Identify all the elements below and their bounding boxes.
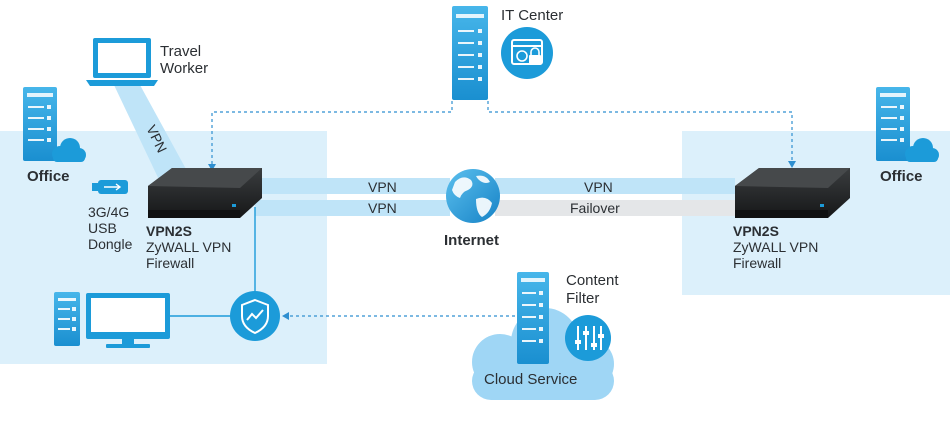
usb-dongle-icon [92, 180, 128, 194]
lan-server[interactable] [54, 292, 80, 346]
cloud-service-label: Cloud Service [484, 371, 577, 388]
travel-worker-label: Travel Worker [160, 43, 208, 77]
usb-dongle-label: 3G/4G USB Dongle [88, 204, 133, 252]
it-center-label: IT Center [501, 7, 563, 24]
content-filter-line-1: Content [566, 272, 619, 289]
filter-sliders-icon [565, 315, 611, 361]
usb-dongle-line-2: USB [88, 220, 117, 236]
right-firewall-label: VPN2S ZyWALL VPN Firewall [733, 223, 822, 271]
monitor-icon[interactable] [86, 293, 170, 348]
right-office-server[interactable] [876, 87, 910, 161]
tunnel-left-lower [255, 200, 450, 216]
laptop-icon[interactable] [86, 38, 158, 86]
arrow-to-shield [282, 312, 289, 320]
right-firewall-model: VPN2S [733, 223, 779, 239]
left-firewall-label: VPN2S ZyWALL VPN Firewall [146, 223, 235, 271]
it-center-links [211, 101, 793, 317]
usb-dongle-line-1: 3G/4G [88, 204, 129, 220]
it-center-server[interactable] [452, 6, 488, 100]
right-firewall-line-2: ZyWALL VPN [733, 239, 818, 255]
office-left-label: Office [27, 168, 70, 185]
left-lower-vpn-label: VPN [368, 200, 397, 216]
tunnel-right-upper [495, 178, 735, 194]
left-firewall-device[interactable] [148, 168, 262, 218]
content-filter-server[interactable] [517, 272, 549, 364]
arrow-to-right-firewall [788, 161, 796, 168]
tunnel-left-upper [255, 178, 450, 194]
tunnel-travel-worker [114, 85, 192, 186]
arrow-to-left-firewall [208, 164, 216, 171]
travel-worker-line-1: Travel [160, 43, 201, 60]
content-filter-label: Content Filter [566, 272, 623, 307]
usb-dongle-line-3: Dongle [88, 236, 133, 252]
globe-icon [446, 169, 500, 223]
tunnel-right-lower [495, 200, 735, 216]
right-firewall-device[interactable] [735, 168, 850, 218]
cloud-icon [52, 138, 86, 162]
left-firewall-line-3: Firewall [146, 255, 194, 271]
internet-label: Internet [444, 232, 499, 249]
left-firewall-line-2: ZyWALL VPN [146, 239, 231, 255]
right-firewall-line-3: Firewall [733, 255, 781, 271]
travel-worker-line-2: Worker [160, 60, 208, 77]
cloud-icon [905, 138, 939, 162]
office-right-label: Office [880, 168, 923, 185]
content-filter-line-2: Filter [566, 290, 599, 307]
secure-browser-icon [501, 27, 553, 79]
left-firewall-model: VPN2S [146, 223, 192, 239]
left-upper-vpn-label: VPN [368, 179, 397, 195]
left-office-server[interactable] [23, 87, 57, 161]
right-lower-failover-label: Failover [570, 200, 620, 216]
shield-icon [230, 291, 280, 341]
right-upper-vpn-label: VPN [584, 179, 613, 195]
